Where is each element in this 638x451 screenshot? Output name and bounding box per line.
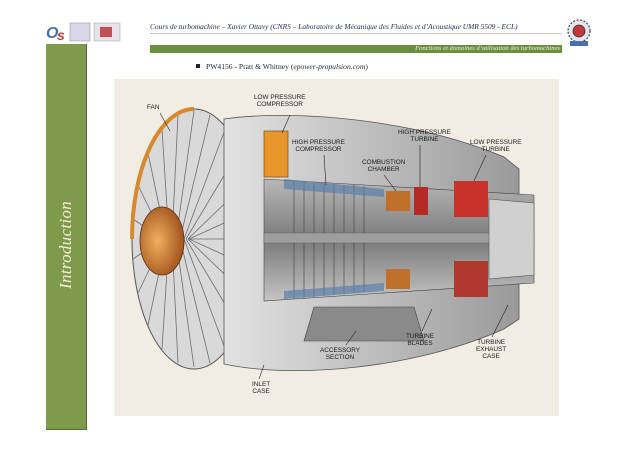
sidebar-divider bbox=[86, 44, 87, 430]
bullet-close: ) bbox=[365, 62, 368, 71]
svg-text:O: O bbox=[46, 25, 59, 42]
section-label: Introduction bbox=[56, 201, 75, 289]
label-fan: FAN bbox=[147, 104, 160, 111]
bullet-item: PW4156 - Pratt & Whitney (epower-propuls… bbox=[196, 62, 368, 71]
section-sidebar bbox=[46, 44, 87, 430]
header-divider bbox=[150, 33, 562, 34]
ecl-logo bbox=[566, 17, 592, 47]
lmfa-logo: O s bbox=[44, 19, 122, 45]
bottom-rule bbox=[46, 429, 87, 430]
header-band bbox=[150, 45, 562, 53]
header-title: Cours de turbomachine – Xavier Ottavy (C… bbox=[150, 22, 518, 31]
header-subtitle: Fonctions et domaines d’utilisation des … bbox=[415, 45, 560, 52]
bullet-text: PW4156 - Pratt & Whitney ( bbox=[206, 62, 294, 71]
bullet-marker bbox=[196, 64, 200, 69]
engine-cutaway-drawing bbox=[130, 107, 535, 380]
source-link[interactable]: epower-propulsion.com bbox=[293, 62, 366, 71]
svg-text:s: s bbox=[57, 27, 65, 43]
